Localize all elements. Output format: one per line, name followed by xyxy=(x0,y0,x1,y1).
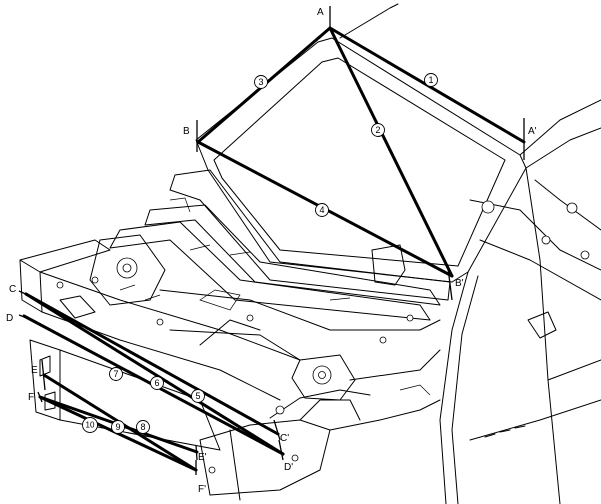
dimension-line-5 xyxy=(24,292,285,456)
point-label-E-prime: E' xyxy=(198,452,207,463)
point-label-F: F xyxy=(28,392,34,403)
point-label-D: D xyxy=(6,313,13,324)
dimension-line-2 xyxy=(328,26,454,278)
dimension-callouts: 1 2 3 4 5 6 7 8 xyxy=(82,73,438,434)
dimension-line-6 xyxy=(24,292,280,436)
dimension-callout-9: 9 xyxy=(111,420,125,434)
point-labels: A A' B B' C C' D D' E E' F F' xyxy=(6,7,537,495)
point-label-C: C xyxy=(9,284,16,295)
point-label-D-prime: D' xyxy=(284,462,293,473)
dimension-callout-7: 7 xyxy=(109,367,123,381)
svg-text:10: 10 xyxy=(86,421,95,430)
svg-text:4: 4 xyxy=(319,205,324,215)
dimension-callout-3: 3 xyxy=(254,75,268,89)
dimension-lines xyxy=(22,26,526,472)
svg-text:2: 2 xyxy=(375,125,380,135)
dimension-callout-6: 6 xyxy=(150,376,164,390)
point-label-A: A xyxy=(317,7,324,18)
point-label-B: B xyxy=(183,126,190,137)
svg-text:5: 5 xyxy=(195,391,200,401)
svg-text:8: 8 xyxy=(140,422,145,432)
point-label-C-prime: C' xyxy=(280,433,289,444)
dimension-callout-5: 5 xyxy=(191,389,205,403)
dimension-callout-2: 2 xyxy=(371,123,385,137)
dimension-callout-4: 4 xyxy=(315,203,329,217)
svg-text:7: 7 xyxy=(113,369,118,379)
svg-text:6: 6 xyxy=(154,378,159,388)
point-label-B-prime: B' xyxy=(455,278,464,289)
svg-text:3: 3 xyxy=(258,77,263,87)
point-label-E: E xyxy=(31,365,38,376)
svg-text:9: 9 xyxy=(115,422,120,432)
dimension-callout-8: 8 xyxy=(136,420,150,434)
svg-text:1: 1 xyxy=(428,75,433,85)
dimension-callout-1: 1 xyxy=(424,73,438,87)
dimension-callout-10: 10 xyxy=(82,417,98,433)
point-label-F-prime: F' xyxy=(198,484,206,495)
point-label-A-prime: A' xyxy=(528,126,537,137)
